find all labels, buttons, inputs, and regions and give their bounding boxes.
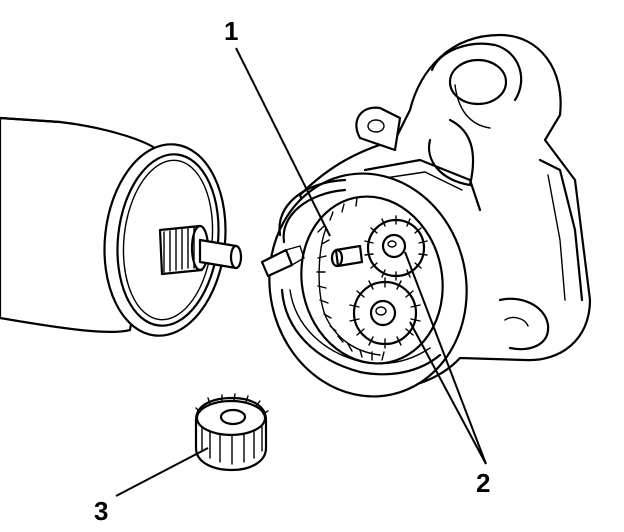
callout-label-1: 1 — [224, 16, 238, 46]
armature-shaft — [158, 224, 243, 276]
planet-gear-upper — [364, 215, 428, 281]
drive-pinion-gear — [194, 393, 269, 472]
planet-gear-lower — [349, 277, 421, 349]
leader-line-2a — [404, 251, 487, 465]
ring-gear-teeth — [316, 197, 385, 361]
leader-lines — [115, 47, 487, 497]
leader-line-3 — [115, 447, 209, 497]
callout-label-3: 3 — [94, 496, 108, 526]
starter-motor-frame — [0, 116, 243, 337]
callout-label-2: 2 — [476, 468, 490, 498]
leader-line-2b — [409, 321, 487, 465]
leader-line-1 — [235, 47, 331, 237]
